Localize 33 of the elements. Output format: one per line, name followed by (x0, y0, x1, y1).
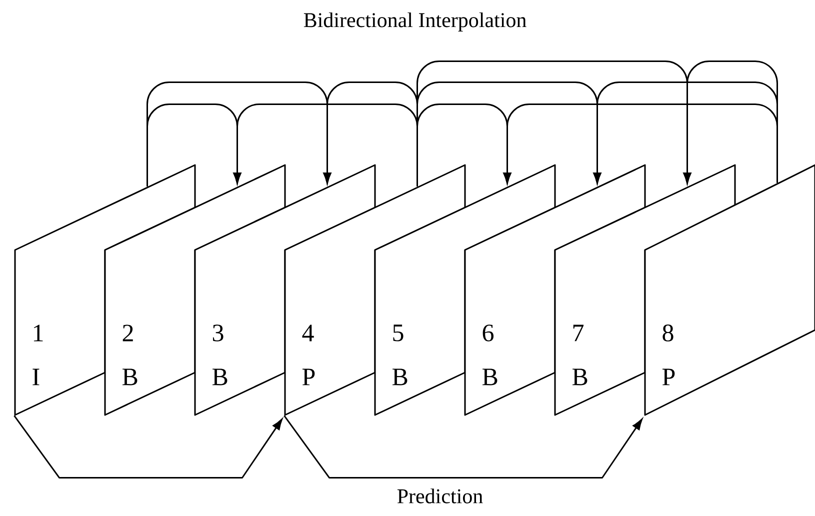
frame-label: 3 (212, 324, 224, 342)
frame (284, 164, 466, 416)
frame-label: B (572, 368, 588, 386)
frame-label: P (662, 368, 675, 386)
frame-label: 8 (662, 324, 674, 342)
arrow (503, 104, 778, 184)
arrow (284, 415, 642, 478)
frame-label: B (212, 368, 228, 386)
frame-label: 5 (393, 324, 404, 342)
frame (374, 164, 556, 416)
frame-label: B (392, 368, 408, 386)
frame (194, 164, 376, 416)
arrow (233, 104, 418, 186)
frame-label: B (482, 368, 498, 386)
frame (644, 164, 815, 416)
frame-label: 4 (302, 324, 314, 342)
frame (14, 164, 196, 416)
frame (554, 164, 736, 416)
arrow (683, 60, 778, 184)
frame-label: I (32, 368, 40, 386)
caption: Prediction (397, 488, 483, 504)
arrow (323, 82, 418, 186)
frame (104, 164, 286, 416)
arrow (14, 415, 282, 478)
frame-label: 7 (573, 324, 584, 342)
title: Bidirectional Interpolation (304, 12, 526, 32)
frame-label: 1 (34, 324, 43, 342)
frame-label: P (302, 368, 315, 386)
frame-label: B (122, 368, 138, 386)
frame-label: 2 (122, 324, 133, 342)
arrow (593, 82, 778, 184)
frame (464, 164, 646, 416)
frame-label: 6 (482, 324, 494, 342)
